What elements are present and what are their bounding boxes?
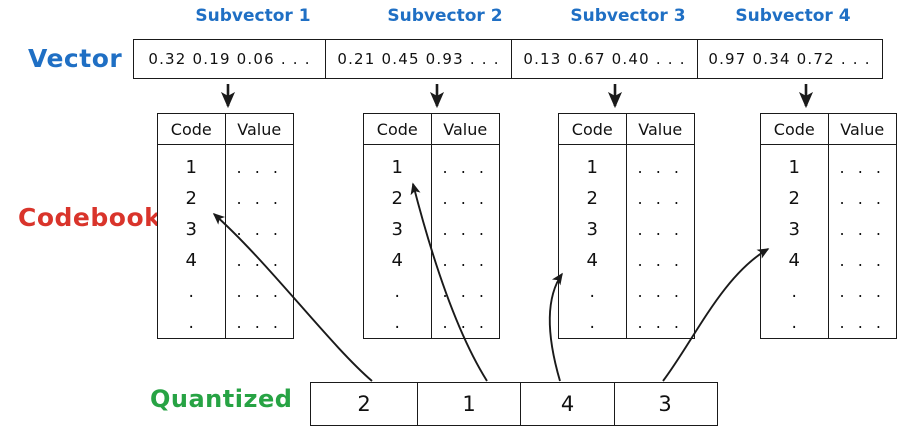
codebook-1-value-1: . . . [236,158,282,177]
vector-label: Vector [28,44,123,73]
codebook-3-code-6: . [589,312,595,333]
codebook-2-code-6: . [394,312,400,333]
codebook-3-value-3: . . . [637,220,683,239]
codebook-table-3: Code Value 1 2 3 4 . . . . . . . . . . .… [558,113,695,339]
codebook-1-code-6: . [188,312,194,333]
codebook-table-4: Code Value 1 2 3 4 . . . . . . . . . . .… [760,113,897,339]
subvector-caption-2: Subvector 2 [387,6,503,26]
quantized-cell-3: 4 [521,383,615,425]
codebook-4-header-value: Value [840,119,885,139]
codebook-1-value-2: . . . [236,189,282,208]
codebook-1-value-3: . . . [236,220,282,239]
codebook-4-header-row: Code Value [761,114,896,145]
codebook-2-header-code: Code [364,114,432,144]
codebook-2-code-column: 1 2 3 4 . . [364,145,432,338]
codebook-3-code-1: 1 [586,157,598,178]
codebook-3-header-value: Value [638,119,683,139]
codebook-4-value-5: . . . [839,282,885,301]
codebook-3-value-2: . . . [637,189,683,208]
codebook-1-code-5: . [188,281,194,302]
codebook-1-code-1: 1 [185,157,197,178]
codebook-label: Codebook [18,203,162,232]
subvector-caption-1: Subvector 1 [195,6,311,26]
vector-strip: 0.32 0.19 0.06 . . . 0.21 0.45 0.93 . . … [133,39,883,79]
vector-cell-2: 0.21 0.45 0.93 . . . [326,40,512,78]
codebook-3-header-code: Code [559,114,627,144]
vector-cell-3: 0.13 0.67 0.40 . . . [512,40,698,78]
codebook-2-value-1: . . . [442,158,488,177]
codebook-3-header-row: Code Value [559,114,694,145]
codebook-2-code-2: 2 [391,188,403,209]
codebook-2-header-value: Value [443,119,488,139]
quantized-cell-2: 1 [418,383,521,425]
codebook-2-code-3: 3 [391,219,403,240]
codebook-1-code-2: 2 [185,188,197,209]
vector-cell-1: 0.32 0.19 0.06 . . . [134,40,326,78]
codebook-3-code-3: 3 [586,219,598,240]
codebook-4-value-2: . . . [839,189,885,208]
codebook-4-code-1: 1 [788,157,800,178]
codebook-2-header-row: Code Value [364,114,499,145]
codebook-4-value-column: . . . . . . . . . . . . . . . . . . [829,145,897,338]
codebook-3-code-column: 1 2 3 4 . . [559,145,627,338]
codebook-4-code-column: 1 2 3 4 . . [761,145,829,338]
codebook-4-value-4: . . . [839,251,885,270]
codebook-2-code-1: 1 [391,157,403,178]
codebook-2-value-column: . . . . . . . . . . . . . . . . . . [432,145,500,338]
quantized-cell-4: 3 [658,392,672,416]
subvector-caption-3: Subvector 3 [570,6,686,26]
codebook-4-code-2: 2 [788,188,800,209]
codebook-1-header-row: Code Value [158,114,293,145]
codebook-4-code-3: 3 [788,219,800,240]
codebook-2-code-5: . [394,281,400,302]
codebook-table-1: Code Value 1 2 3 4 . . . . . . . . . . .… [157,113,294,339]
subvector-caption-4: Subvector 4 [735,6,851,26]
codebook-4-code-4: 4 [788,250,800,271]
codebook-4-code-5: . [791,281,797,302]
codebook-2-value-5: . . . [442,282,488,301]
quantized-strip: 2 1 4 3 [310,382,718,426]
codebook-1-header-code: Code [158,114,226,144]
codebook-2-value-6: . . . [442,313,488,332]
quantized-label: Quantized [150,385,293,413]
codebook-1-code-4: 4 [185,250,197,271]
codebook-1-value-column: . . . . . . . . . . . . . . . . . . [226,145,294,338]
codebook-3-value-column: . . . . . . . . . . . . . . . . . . [627,145,695,338]
codebook-1-code-3: 3 [185,219,197,240]
codebook-3-code-2: 2 [586,188,598,209]
quantized-cell-1: 2 [311,383,418,425]
codebook-1-header-value: Value [237,119,282,139]
codebook-2-value-3: . . . [442,220,488,239]
codebook-4-code-6: . [791,312,797,333]
codebook-4-value-6: . . . [839,313,885,332]
codebook-3-code-4: 4 [586,250,598,271]
codebook-3-value-5: . . . [637,282,683,301]
codebook-3-value-1: . . . [637,158,683,177]
codebook-1-value-4: . . . [236,251,282,270]
vector-cell-4: 0.97 0.34 0.72 . . . [708,50,871,68]
codebook-2-value-4: . . . [442,251,488,270]
codebook-1-code-column: 1 2 3 4 . . [158,145,226,338]
codebook-table-2: Code Value 1 2 3 4 . . . . . . . . . . .… [363,113,500,339]
codebook-4-value-1: . . . [839,158,885,177]
codebook-2-value-2: . . . [442,189,488,208]
codebook-4-header-code: Code [761,114,829,144]
codebook-3-value-6: . . . [637,313,683,332]
codebook-3-code-5: . [589,281,595,302]
codebook-2-code-4: 4 [391,250,403,271]
codebook-1-value-5: . . . [236,282,282,301]
codebook-3-value-4: . . . [637,251,683,270]
codebook-4-value-3: . . . [839,220,885,239]
codebook-1-value-6: . . . [236,313,282,332]
